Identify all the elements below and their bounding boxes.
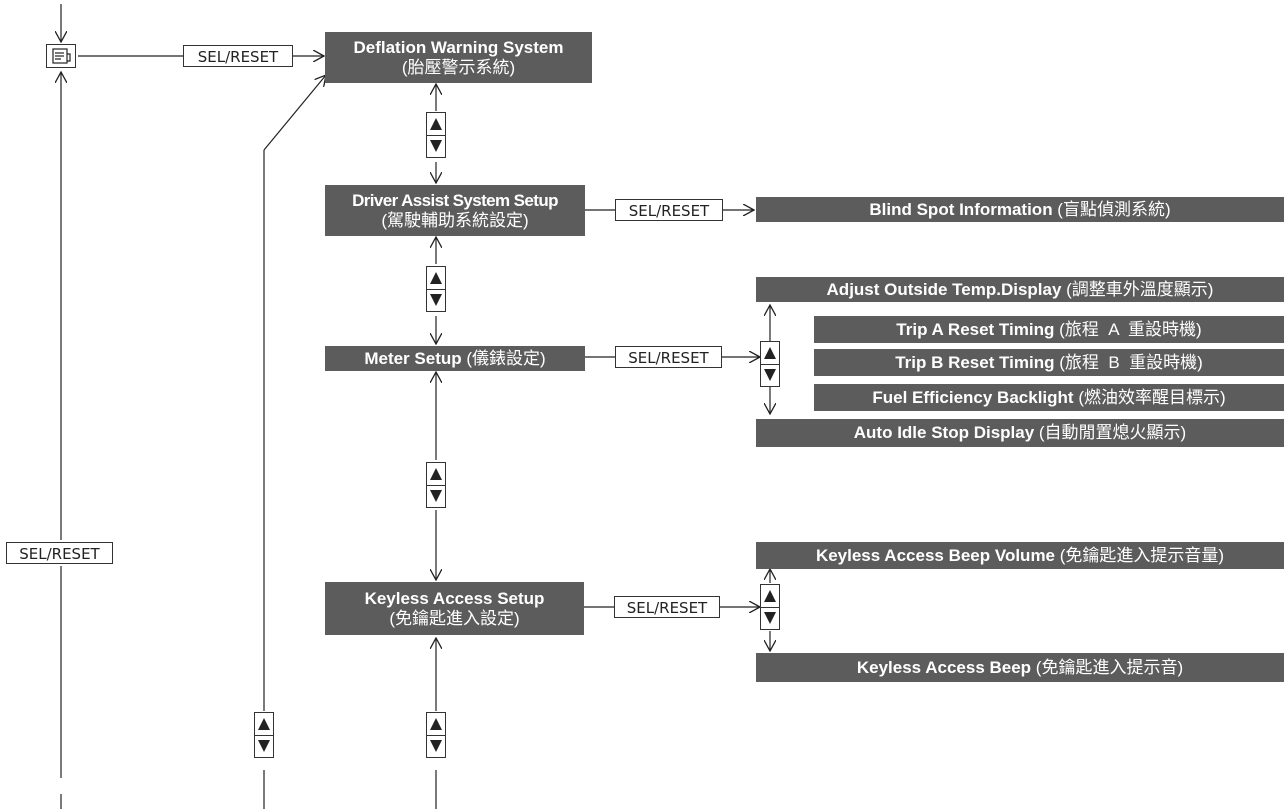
submenu-auto-idle-en: Auto Idle Stop Display — [853, 423, 1035, 442]
submenu-blind-spot[interactable]: Blind Spot Information (盲點偵測系統) — [756, 197, 1284, 222]
menu-meter-setup[interactable]: Meter Setup (儀錶設定) — [325, 346, 585, 371]
menu-driver-assist-en: Driver Assist System Setup — [352, 190, 558, 210]
sel-reset-button-top[interactable]: SEL/RESET — [183, 45, 293, 67]
menu-meter-en: Meter Setup — [364, 348, 462, 368]
submenu-trip-a-zh: (旅程 A 重設時機) — [1054, 319, 1202, 339]
submenu-keyless-volume-zh: (免鑰匙進入提示音量) — [1055, 545, 1225, 565]
submenu-keyless-beep-en: Keyless Access Beep — [856, 657, 1032, 677]
menu-keyless-access[interactable]: Keyless Access Setup (免鑰匙進入設定) — [325, 582, 584, 635]
submenu-trip-b[interactable]: Trip B Reset Timing (旅程 B 重設時機) — [814, 349, 1284, 376]
submenu-fuel-backlight[interactable]: Fuel Efficiency Backlight (燃油效率醒目標示) — [814, 384, 1284, 411]
submenu-outside-temp[interactable]: Adjust Outside Temp.Display (調整車外溫度顯示) — [756, 277, 1284, 302]
sel-reset-button-left[interactable]: SEL/RESET — [6, 542, 113, 564]
submenu-fuel-backlight-en: Fuel Efficiency Backlight — [872, 387, 1074, 407]
submenu-auto-idle-zh: (自動閒置熄火顯示) — [1034, 423, 1187, 442]
submenu-trip-a[interactable]: Trip A Reset Timing (旅程 A 重設時機) — [814, 316, 1284, 343]
submenu-outside-temp-en: Adjust Outside Temp.Display — [826, 279, 1062, 299]
submenu-blind-spot-en: Blind Spot Information — [869, 199, 1053, 219]
up-down-arrow-icon[interactable] — [426, 266, 446, 312]
sel-reset-button-driver-assist[interactable]: SEL/RESET — [615, 199, 723, 221]
up-down-arrow-icon[interactable] — [254, 712, 274, 758]
submenu-auto-idle[interactable]: Auto Idle Stop Display (自動閒置熄火顯示) — [756, 419, 1284, 447]
sel-reset-button-meter[interactable]: SEL/RESET — [615, 346, 722, 368]
menu-deflation-en: Deflation Warning System — [353, 37, 564, 57]
submenu-trip-a-en: Trip A Reset Timing — [896, 319, 1055, 339]
up-down-arrow-icon[interactable] — [426, 112, 446, 158]
up-down-arrow-icon[interactable] — [426, 712, 446, 758]
up-down-arrow-icon[interactable] — [760, 341, 780, 387]
up-down-arrow-icon[interactable] — [426, 462, 446, 508]
sel-reset-button-keyless[interactable]: SEL/RESET — [614, 596, 720, 618]
submenu-fuel-backlight-zh: (燃油效率醒目標示) — [1073, 387, 1226, 407]
submenu-keyless-volume[interactable]: Keyless Access Beep Volume (免鑰匙進入提示音量) — [756, 542, 1284, 569]
display-icon — [46, 44, 76, 68]
submenu-trip-b-en: Trip B Reset Timing — [895, 352, 1055, 372]
up-down-arrow-icon[interactable] — [760, 584, 780, 630]
submenu-outside-temp-zh: (調整車外溫度顯示) — [1061, 279, 1214, 299]
menu-deflation-warning[interactable]: Deflation Warning System (胎壓警示系統) — [325, 32, 592, 83]
menu-keyless-en: Keyless Access Setup — [364, 588, 545, 608]
submenu-keyless-volume-en: Keyless Access Beep Volume — [815, 545, 1056, 565]
submenu-keyless-beep[interactable]: Keyless Access Beep (免鑰匙進入提示音) — [756, 653, 1284, 682]
submenu-blind-spot-zh: (盲點偵測系統) — [1052, 199, 1171, 219]
menu-meter-zh: (儀錶設定) — [461, 348, 546, 368]
submenu-keyless-beep-zh: (免鑰匙進入提示音) — [1031, 657, 1184, 677]
menu-deflation-zh: (胎壓警示系統) — [401, 57, 516, 77]
menu-keyless-zh: (免鑰匙進入設定) — [389, 608, 520, 628]
menu-driver-assist[interactable]: Driver Assist System Setup (駕駛輔助系統設定) — [325, 185, 585, 236]
menu-driver-assist-zh: (駕駛輔助系統設定) — [381, 210, 529, 230]
submenu-trip-b-zh: (旅程 B 重設時機) — [1054, 352, 1203, 372]
